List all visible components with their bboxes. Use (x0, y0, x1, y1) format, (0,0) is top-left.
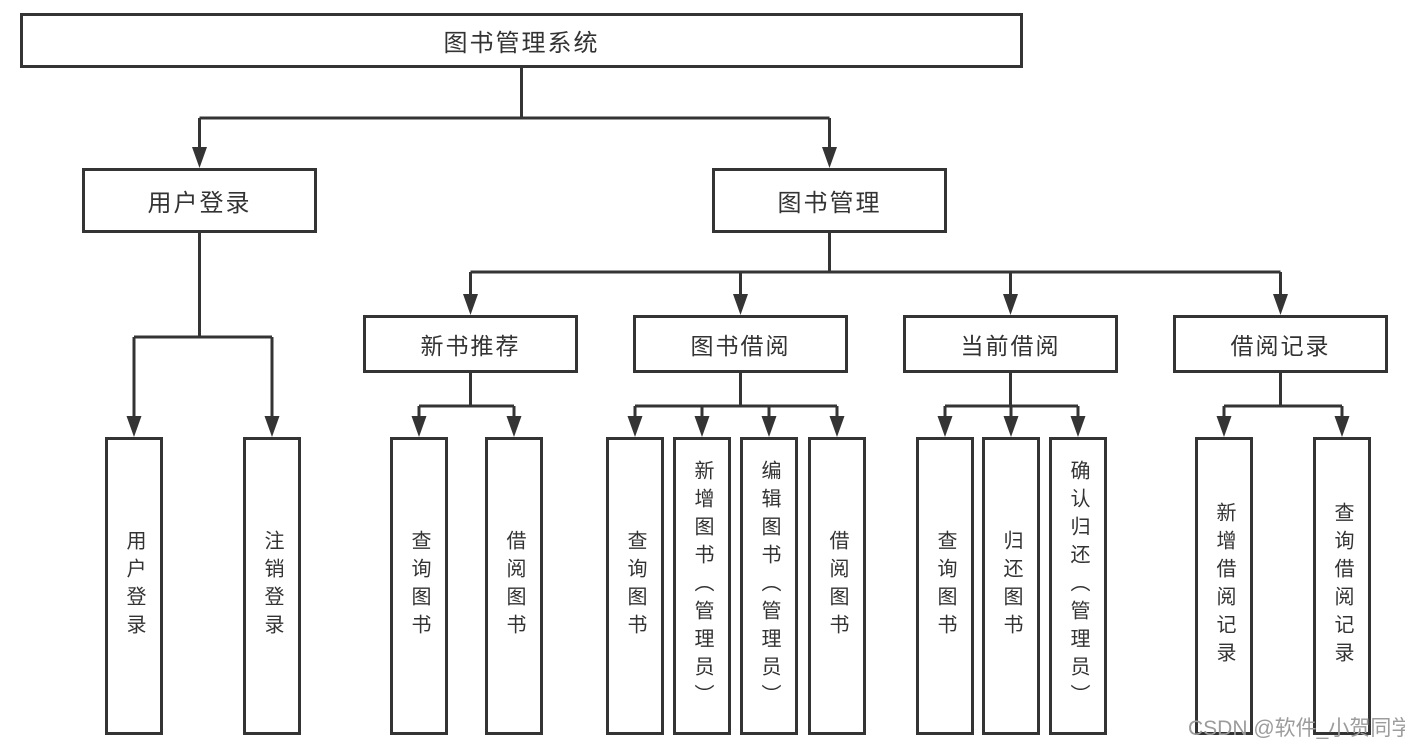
leaf-user-login: 用户登录 (105, 437, 163, 735)
node-library-management-system: 图书管理系统 (20, 13, 1023, 68)
leaf-borrow-books: 借阅图书 (808, 437, 866, 735)
node-book-management: 图书管理 (712, 168, 947, 233)
leaf-add-borrow-record-label: 新增借阅记录 (1213, 502, 1235, 670)
node-current-borrow: 当前借阅 (903, 315, 1118, 373)
leaf-query-books-borrow: 查询图书 (606, 437, 664, 735)
node-book-borrow: 图书借阅 (633, 315, 848, 373)
leaf-query-books-current-label: 查询图书 (934, 530, 956, 642)
leaf-borrow-books-recommend: 借阅图书 (485, 437, 543, 735)
csdn-watermark: CSDN @软件_小贺同学 (1188, 717, 1405, 740)
leaf-query-books-current: 查询图书 (916, 437, 974, 735)
leaf-logout: 注销登录 (243, 437, 301, 735)
leaf-return-books: 归还图书 (982, 437, 1040, 735)
leaf-logout-label: 注销登录 (261, 530, 283, 642)
leaf-borrow-books-label: 借阅图书 (826, 530, 848, 642)
leaf-add-borrow-record: 新增借阅记录 (1195, 437, 1253, 735)
leaf-query-books-recommend-label: 查询图书 (408, 530, 430, 642)
leaf-add-books-admin-label: 新增图书（管理员） (691, 460, 713, 712)
node-user-login: 用户登录 (82, 168, 317, 233)
leaf-query-borrow-record: 查询借阅记录 (1313, 437, 1371, 735)
leaf-query-books-borrow-label: 查询图书 (624, 530, 646, 642)
leaf-borrow-books-recommend-label: 借阅图书 (503, 530, 525, 642)
leaf-edit-books-admin: 编辑图书（管理员） (740, 437, 798, 735)
node-new-book-recommend: 新书推荐 (363, 315, 578, 373)
leaf-add-books-admin: 新增图书（管理员） (673, 437, 731, 735)
leaf-user-login-label: 用户登录 (123, 530, 145, 642)
leaf-edit-books-admin-label: 编辑图书（管理员） (758, 460, 780, 712)
node-borrow-record: 借阅记录 (1173, 315, 1388, 373)
leaf-return-books-label: 归还图书 (1000, 530, 1022, 642)
leaf-query-borrow-record-label: 查询借阅记录 (1331, 502, 1353, 670)
leaf-query-books-recommend: 查询图书 (390, 437, 448, 735)
leaf-confirm-return-admin-label: 确认归还（管理员） (1067, 460, 1089, 712)
leaf-confirm-return-admin: 确认归还（管理员） (1049, 437, 1107, 735)
